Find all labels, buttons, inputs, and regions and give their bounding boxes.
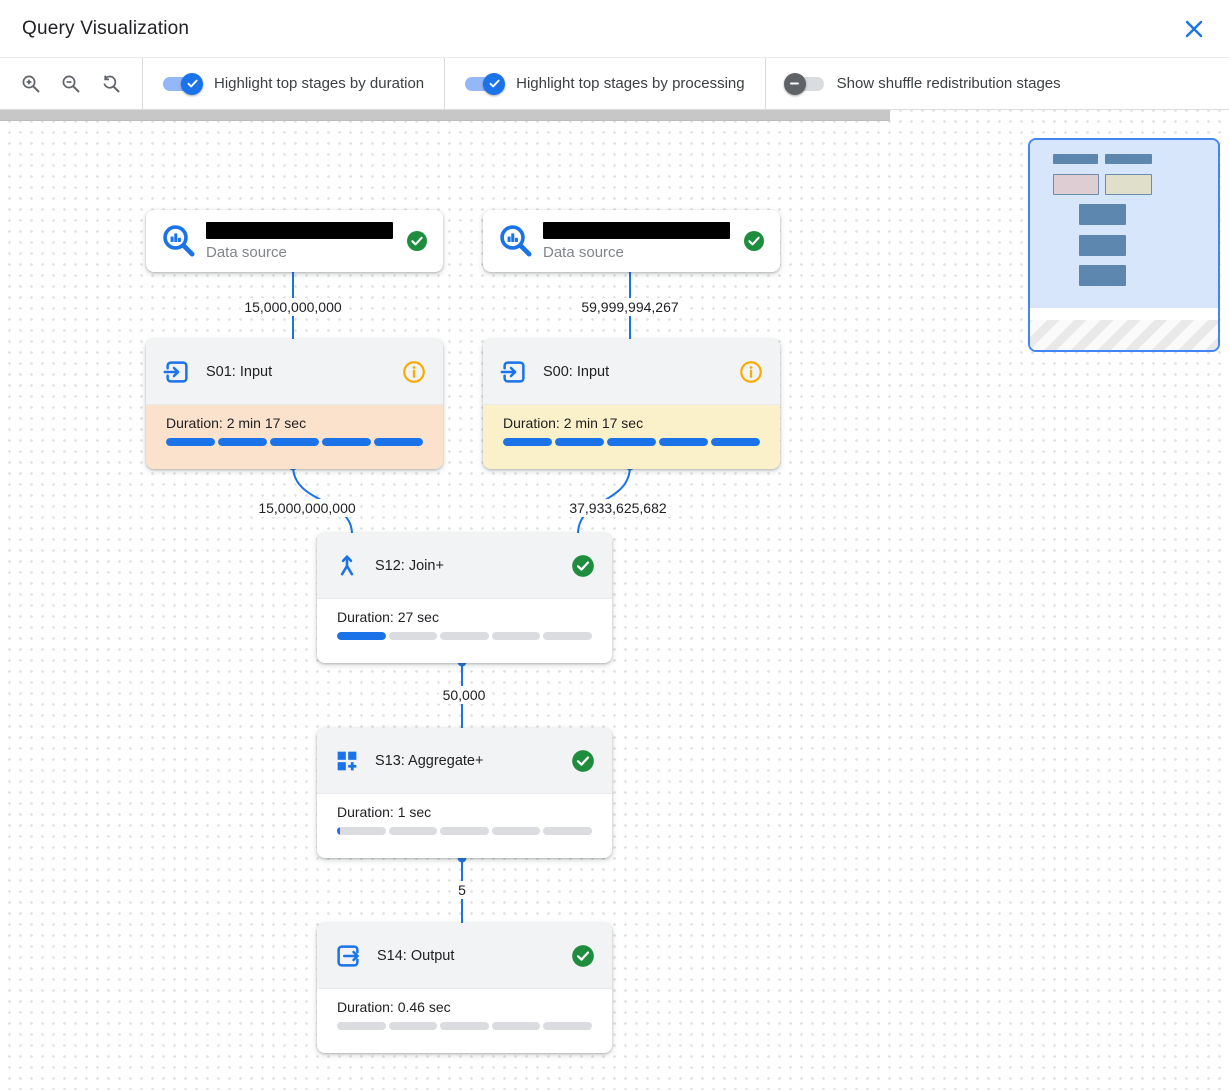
graph-minimap[interactable]: [1028, 138, 1220, 352]
zoom-out-button[interactable]: [58, 71, 84, 97]
zoom-in-button[interactable]: [18, 71, 44, 97]
toggle-duration-label: Highlight top stages by duration: [214, 75, 425, 92]
stage-title: S01: Input: [206, 363, 273, 380]
toolbar-divider: [142, 58, 143, 109]
stage-duration: Duration: 2 min 17 sec: [166, 415, 307, 431]
magnifier-reset-icon: [103, 75, 120, 93]
toolbar: Highlight top stages by duration Highlig…: [0, 58, 1229, 110]
edge-row-count: 50,000: [438, 686, 490, 704]
redacted-table-name: [543, 221, 730, 239]
minimap-node: [1079, 204, 1126, 225]
zoom-reset-button[interactable]: [98, 71, 124, 97]
stage-progress-bar: [337, 827, 592, 835]
toggle-processing-label: Highlight top stages by processing: [516, 75, 745, 92]
minimap-node: [1105, 154, 1152, 164]
green-check-circle-icon: [572, 554, 594, 577]
stage-duration: Duration: 1 sec: [337, 804, 432, 820]
x-icon: [1185, 20, 1203, 37]
toggle-shuffle-group: Show shuffle redistribution stages: [766, 58, 1081, 109]
toggle-thumb-minus-icon: [783, 72, 806, 95]
toggle-thumb-check-icon: [483, 72, 506, 95]
minimap-out-of-bounds-stripes: [1030, 320, 1218, 350]
grid-plus-icon: [337, 751, 357, 770]
stage-progress-bar: [337, 1022, 592, 1030]
green-check-circle-icon: [572, 749, 594, 772]
stage-title: S14: Output: [377, 947, 455, 964]
toolbar-divider: [444, 58, 446, 109]
toggle-processing-group: Highlight top stages by processing: [445, 58, 764, 109]
magnifier-plus-icon: [22, 75, 40, 93]
green-check-circle-icon: [744, 231, 764, 251]
edge-row-count: 15,000,000,000: [254, 499, 360, 517]
toggle-shuffle-label: Show shuffle redistribution stages: [836, 75, 1061, 92]
edge-row-count: 59,999,994,267: [577, 298, 683, 316]
stage-node-s13[interactable]: S13: Aggregate+ Duration: 1 sec: [317, 728, 612, 858]
toggle-highlight-processing[interactable]: [465, 72, 506, 95]
stage-duration: Duration: 27 sec: [337, 609, 439, 625]
green-check-circle-icon: [407, 231, 427, 251]
stage-progress-bar: [337, 632, 592, 640]
stage-node-s00[interactable]: S00: Input Duration: 2 min 17 sec: [483, 339, 780, 469]
stage-progress-bar: [503, 438, 760, 446]
minimap-node-highlight-processing: [1105, 174, 1152, 195]
orange-info-circle-icon: [403, 360, 425, 383]
dialog-header: Query Visualization: [0, 0, 1229, 58]
redacted-table-name: [206, 221, 393, 239]
minimap-node-highlight-duration: [1053, 174, 1099, 195]
stage-node-s12[interactable]: S12: Join+ Duration: 27 sec: [317, 533, 612, 663]
bigquery-magnifier-chart-icon: [500, 225, 532, 257]
data-source-label: Data source: [206, 243, 287, 261]
merge-arrows-icon: [340, 554, 354, 575]
stage-duration: Duration: 2 min 17 sec: [503, 415, 644, 431]
arrow-out-of-box-icon: [337, 944, 359, 967]
edge-row-count: 15,000,000,000: [240, 298, 346, 316]
data-source-node-2[interactable]: Data source: [483, 210, 780, 272]
page-title: Query Visualization: [22, 17, 190, 39]
stage-progress-bar: [166, 438, 423, 446]
edge-row-count: 37,933,625,682: [565, 499, 671, 517]
minimap-node: [1079, 265, 1126, 286]
data-source-label: Data source: [543, 243, 624, 261]
zoom-controls: [0, 58, 142, 109]
stage-node-s01[interactable]: S01: Input Duration: 2 min 17 sec: [146, 339, 443, 469]
toggle-thumb-check-icon: [181, 72, 203, 95]
stage-title: S12: Join+: [375, 557, 444, 574]
horizontal-scrollbar-thumb[interactable]: [0, 110, 890, 121]
stage-title: S00: Input: [543, 363, 610, 380]
toolbar-divider: [764, 58, 766, 109]
minimap-node: [1053, 154, 1098, 164]
toggle-highlight-duration[interactable]: [163, 72, 203, 95]
orange-info-circle-icon: [740, 360, 762, 383]
stage-duration: Duration: 0.46 sec: [337, 999, 451, 1015]
stage-node-s14[interactable]: S14: Output Duration: 0.46 sec: [317, 923, 612, 1053]
minimap-node: [1079, 235, 1126, 256]
graph-canvas[interactable]: 15,000,000,000 59,999,994,267 15,000,000…: [0, 110, 1229, 1090]
toggle-show-shuffle[interactable]: [783, 72, 824, 95]
green-check-circle-icon: [572, 944, 594, 967]
magnifier-minus-icon: [62, 75, 80, 93]
toggle-duration-group: Highlight top stages by duration: [143, 58, 444, 109]
data-source-node-1[interactable]: Data source: [146, 210, 443, 272]
close-button[interactable]: [1181, 16, 1207, 42]
arrow-into-box-icon: [163, 360, 188, 383]
arrow-into-box-icon: [500, 360, 525, 383]
edge-row-count: 5: [454, 881, 470, 899]
stage-title: S13: Aggregate+: [375, 752, 484, 769]
bigquery-magnifier-chart-icon: [163, 225, 195, 257]
